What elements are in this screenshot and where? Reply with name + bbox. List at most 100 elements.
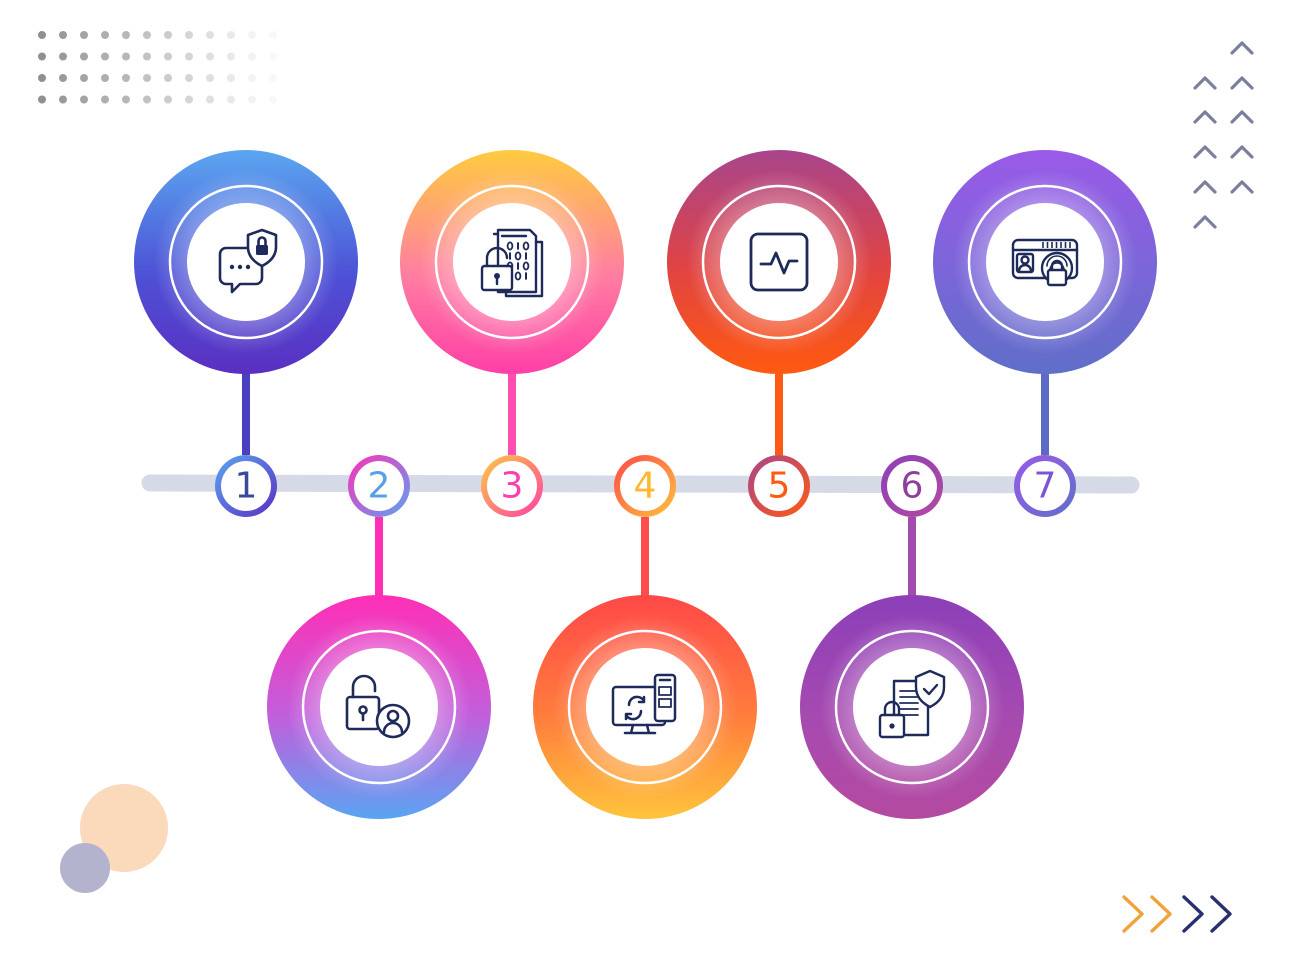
decorative-dot (122, 31, 130, 39)
decorative-dot (59, 74, 67, 82)
decorative-dot (206, 74, 214, 82)
step-number-6: 6 (901, 466, 924, 507)
decorative-dot (122, 95, 130, 104)
forward-arrow-icon (1182, 895, 1204, 933)
step-ring-7 (967, 184, 1123, 340)
decorative-dot (164, 74, 172, 82)
binary-document-lock-icon (480, 228, 544, 298)
up-chevron-icon (1230, 145, 1254, 159)
decorative-dot (38, 31, 46, 39)
decorative-dot (143, 95, 151, 104)
decorative-dot (143, 74, 151, 82)
step-ring-2 (301, 629, 457, 785)
chat-shield-lock-icon (218, 228, 278, 294)
decorative-dot (38, 74, 46, 82)
decorative-dot (248, 52, 256, 61)
step-ring-4 (567, 629, 723, 785)
decorative-dot (185, 95, 193, 104)
step-number-1: 1 (235, 466, 258, 507)
step-number-5: 5 (768, 466, 791, 507)
step-ring-3 (434, 184, 590, 340)
step-ring-6 (834, 629, 990, 785)
decorative-dot (248, 74, 256, 82)
up-chevron-icon (1193, 180, 1217, 194)
decorative-dot (269, 95, 277, 104)
activity-pulse-icon (749, 232, 809, 292)
decorative-dot (185, 52, 193, 61)
step-number-4: 4 (634, 466, 657, 507)
decorative-dot (80, 95, 88, 104)
decorative-dot (164, 52, 172, 61)
step-icon-bg-6 (853, 648, 971, 766)
forward-arrow-icon (1150, 895, 1172, 933)
step-number-7: 7 (1034, 466, 1057, 507)
decorative-dot (80, 52, 88, 61)
decorative-dot (206, 52, 214, 61)
up-chevron-icon (1193, 76, 1217, 90)
id-card-fingerprint-lock-icon (1011, 238, 1079, 287)
decorative-blob-lavender (60, 843, 110, 893)
step-number-2: 2 (368, 466, 391, 507)
decorative-blobs (60, 784, 168, 893)
decorative-dot (248, 31, 256, 39)
decorative-dot (122, 74, 130, 82)
decorative-dot (38, 95, 46, 104)
step-icon-bg-1 (187, 203, 305, 321)
decorative-dot (101, 52, 109, 61)
timeline-steps (134, 150, 1157, 819)
decorative-dot (122, 52, 130, 61)
decorative-dot (59, 31, 67, 39)
timeline-step-6 (800, 455, 1024, 819)
forward-arrow-icon (1210, 895, 1232, 933)
decorative-dot (80, 31, 88, 39)
decorative-dot (164, 95, 172, 104)
decorative-dot (59, 52, 67, 61)
unlock-user-icon (345, 674, 411, 739)
decorative-dot (185, 31, 193, 39)
timeline-step-4 (533, 455, 757, 819)
monitor-phone-sync-icon (611, 673, 677, 735)
decorative-dot (59, 95, 67, 104)
decorative-dot (143, 31, 151, 39)
up-chevron-icon (1230, 110, 1254, 124)
up-chevron-icon (1193, 215, 1217, 229)
decorative-dot (206, 95, 214, 104)
decorative-dot (164, 31, 172, 39)
decorative-dot (227, 74, 235, 82)
decorative-up-chevrons (1193, 41, 1254, 229)
step-icon-bg-4 (586, 648, 704, 766)
decorative-dot (227, 52, 235, 61)
decorative-forward-arrows (1122, 895, 1232, 933)
up-chevron-icon (1193, 145, 1217, 159)
timeline-step-7 (933, 150, 1157, 517)
decorative-dot (248, 95, 256, 104)
step-icon-bg-3 (453, 203, 571, 321)
decorative-dot (101, 74, 109, 82)
decorative-dot (80, 74, 88, 82)
document-shield-lock-icon (878, 669, 946, 739)
step-number-3: 3 (501, 466, 524, 507)
decorative-dot (227, 31, 235, 39)
up-chevron-icon (1230, 41, 1254, 55)
up-chevron-icon (1193, 110, 1217, 124)
timeline-step-5 (667, 150, 891, 517)
step-ring-1 (168, 184, 324, 340)
decorative-dot (101, 31, 109, 39)
decorative-dot (38, 52, 46, 61)
timeline-step-1 (134, 150, 358, 517)
decorative-dot (206, 31, 214, 39)
timeline-step-2 (267, 455, 491, 819)
decorative-dot (269, 31, 277, 39)
forward-arrow-icon (1122, 895, 1144, 933)
up-chevron-icon (1230, 180, 1254, 194)
decorative-dot (185, 74, 193, 82)
decorative-dot (227, 95, 235, 104)
step-ring-5 (701, 184, 857, 340)
decorative-dot (101, 95, 109, 104)
timeline-step-3 (400, 150, 624, 517)
decorative-dot (143, 52, 151, 61)
decorative-dot-grid (38, 31, 277, 104)
decorative-dot (269, 52, 277, 61)
up-chevron-icon (1230, 76, 1254, 90)
